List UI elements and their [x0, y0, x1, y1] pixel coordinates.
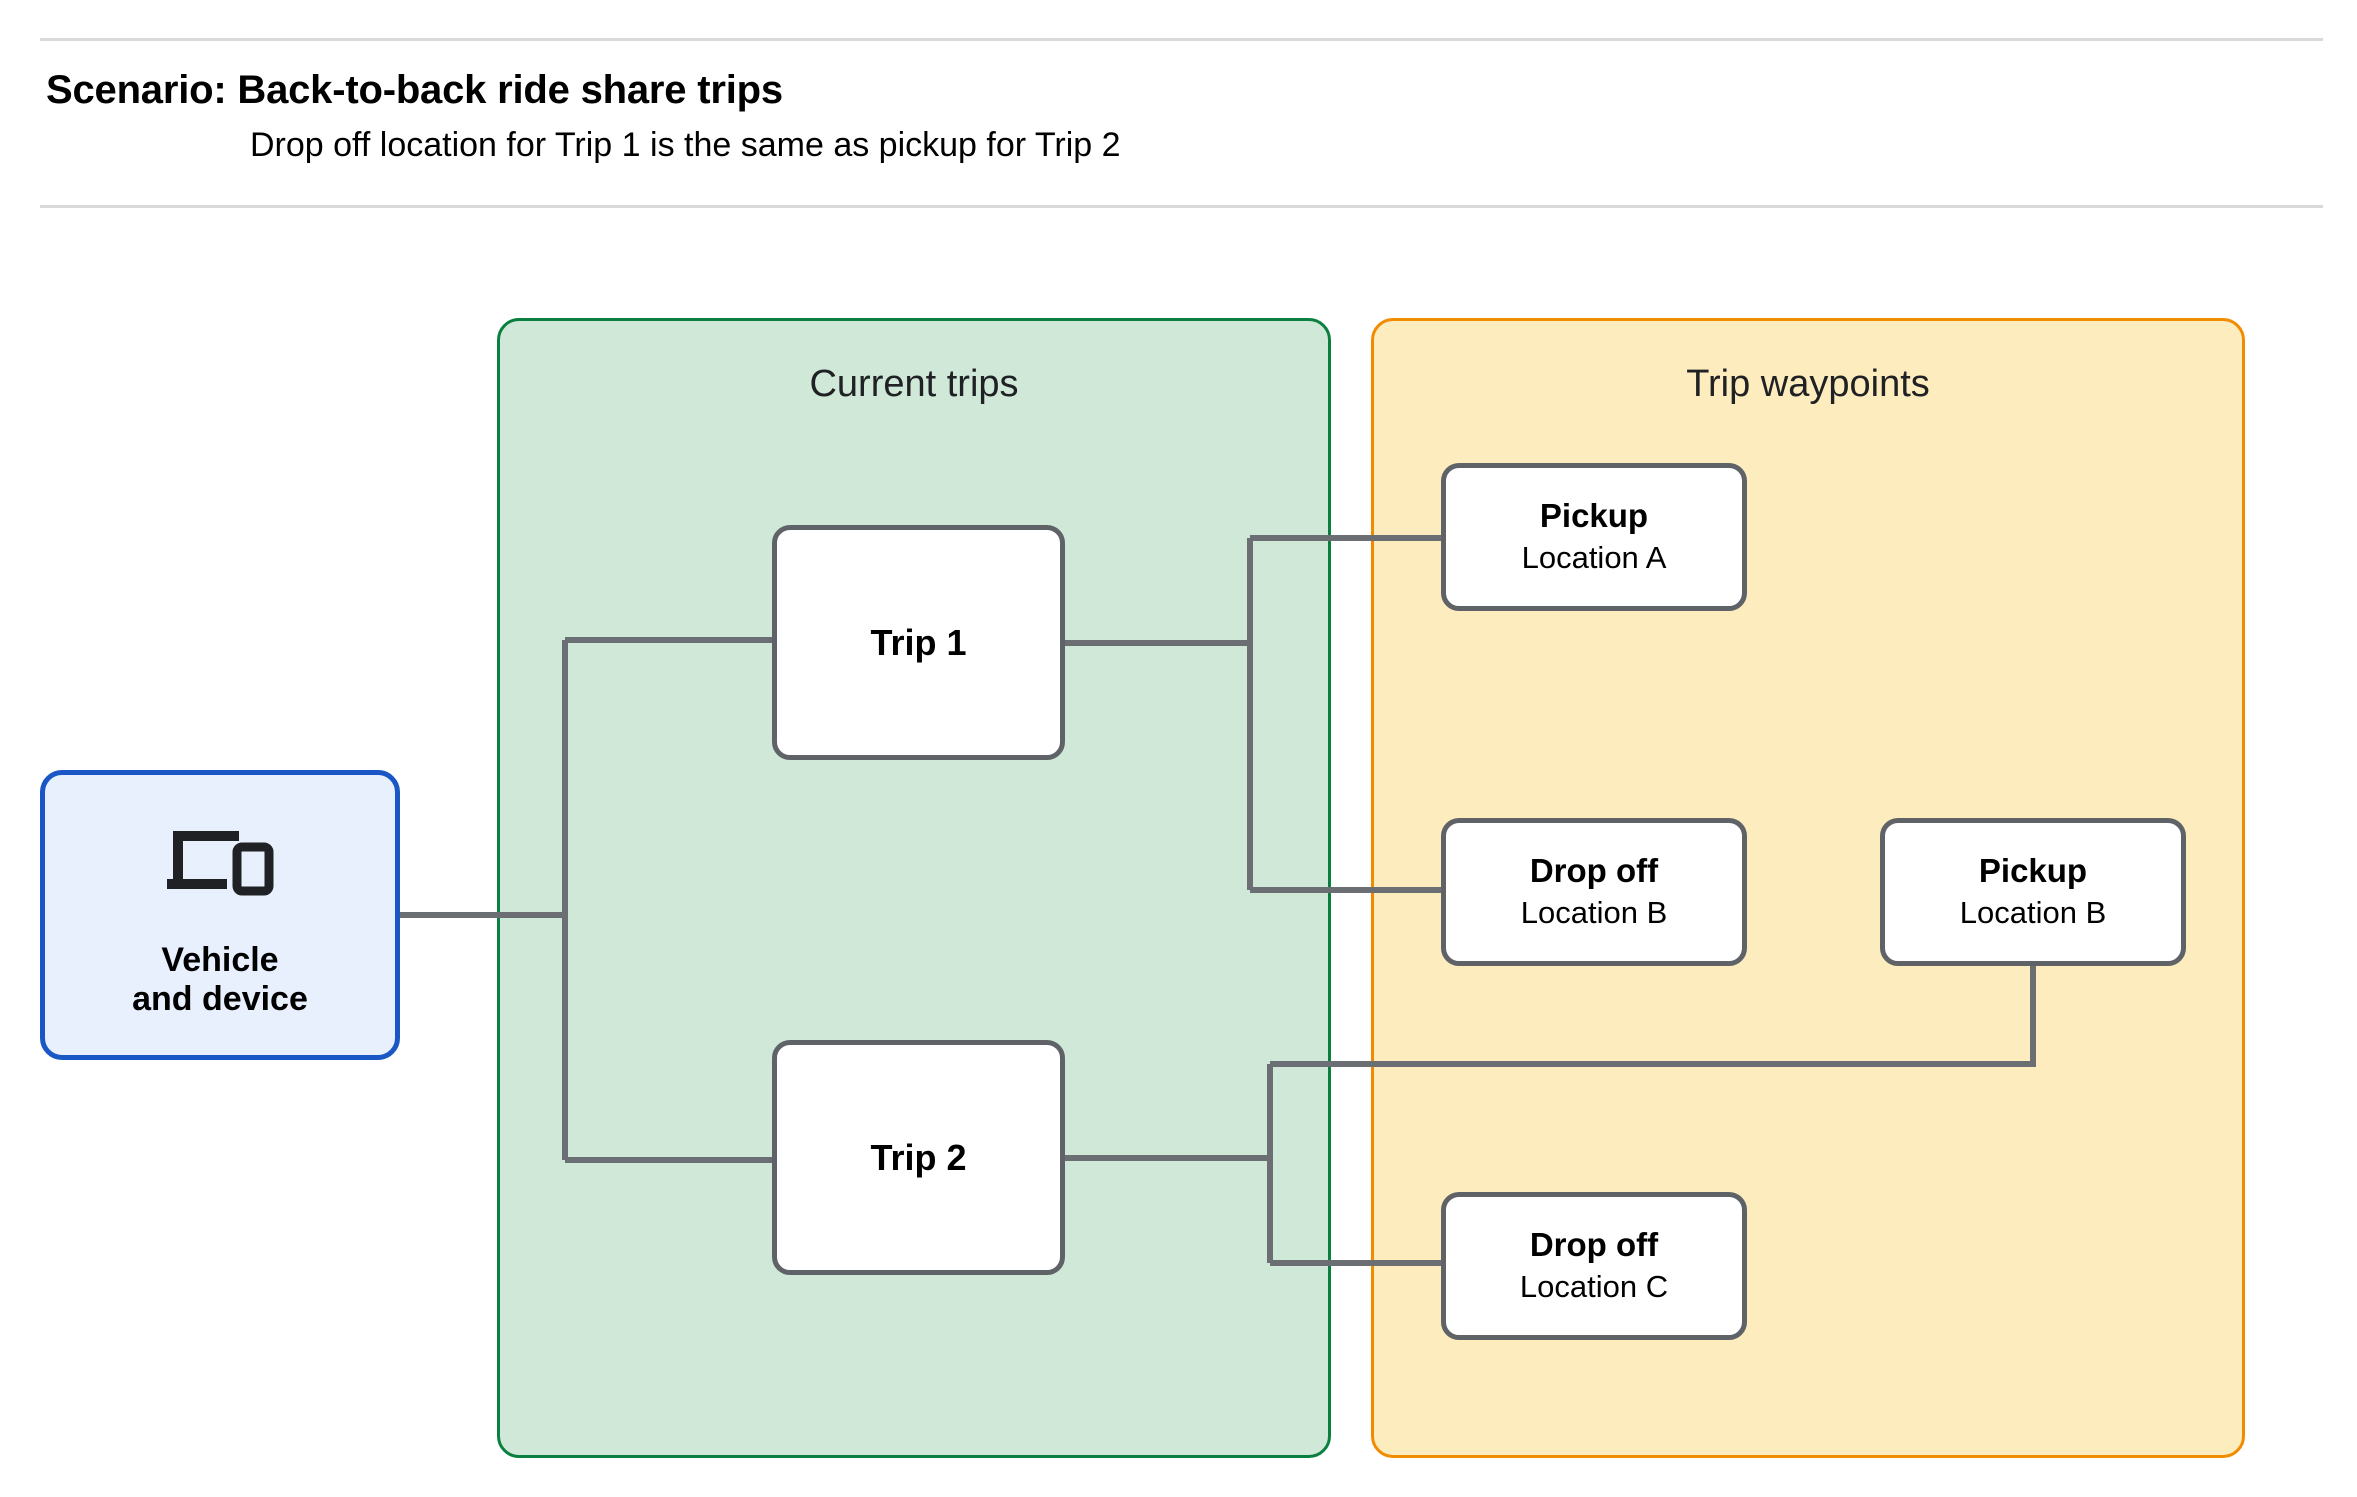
- node-pickup-a-title: Pickup: [1539, 497, 1649, 535]
- header-divider-bottom: [40, 205, 2323, 208]
- panel-trip-waypoints-label: Trip waypoints: [1686, 363, 1930, 405]
- node-dropoff-b-location: Location B: [1520, 895, 1668, 931]
- node-dropoff-c-location: Location C: [1519, 1269, 1669, 1305]
- node-trip-2[interactable]: Trip 2: [772, 1040, 1065, 1275]
- node-pickup-location-a[interactable]: Pickup Location A: [1441, 463, 1747, 611]
- node-vehicle-and-device[interactable]: Vehicle and device: [40, 770, 400, 1060]
- page-subtitle: Drop off location for Trip 1 is the same…: [250, 126, 1121, 164]
- devices-icon: [167, 831, 274, 896]
- node-trip-1[interactable]: Trip 1: [772, 525, 1065, 760]
- node-dropoff-location-b[interactable]: Drop off Location B: [1441, 818, 1747, 966]
- panel-current-trips-label: Current trips: [809, 363, 1019, 405]
- page-title: Scenario: Back-to-back ride share trips: [46, 68, 783, 112]
- node-dropoff-c-title: Drop off: [1529, 1226, 1659, 1264]
- node-trip-1-label: Trip 1: [870, 621, 967, 663]
- node-pickup-a-location: Location A: [1521, 540, 1667, 576]
- node-dropoff-location-c[interactable]: Drop off Location C: [1441, 1192, 1747, 1340]
- node-pickup-b-title: Pickup: [1978, 852, 2088, 890]
- header-divider-top: [40, 38, 2323, 41]
- node-pickup-b-location: Location B: [1959, 895, 2107, 931]
- panel-current-trips: Current trips: [497, 318, 1331, 1458]
- node-pickup-location-b[interactable]: Pickup Location B: [1880, 818, 2186, 966]
- node-vehicle-label: Vehicle and device: [132, 941, 308, 1019]
- node-trip-2-label: Trip 2: [870, 1136, 967, 1178]
- node-dropoff-b-title: Drop off: [1529, 852, 1659, 890]
